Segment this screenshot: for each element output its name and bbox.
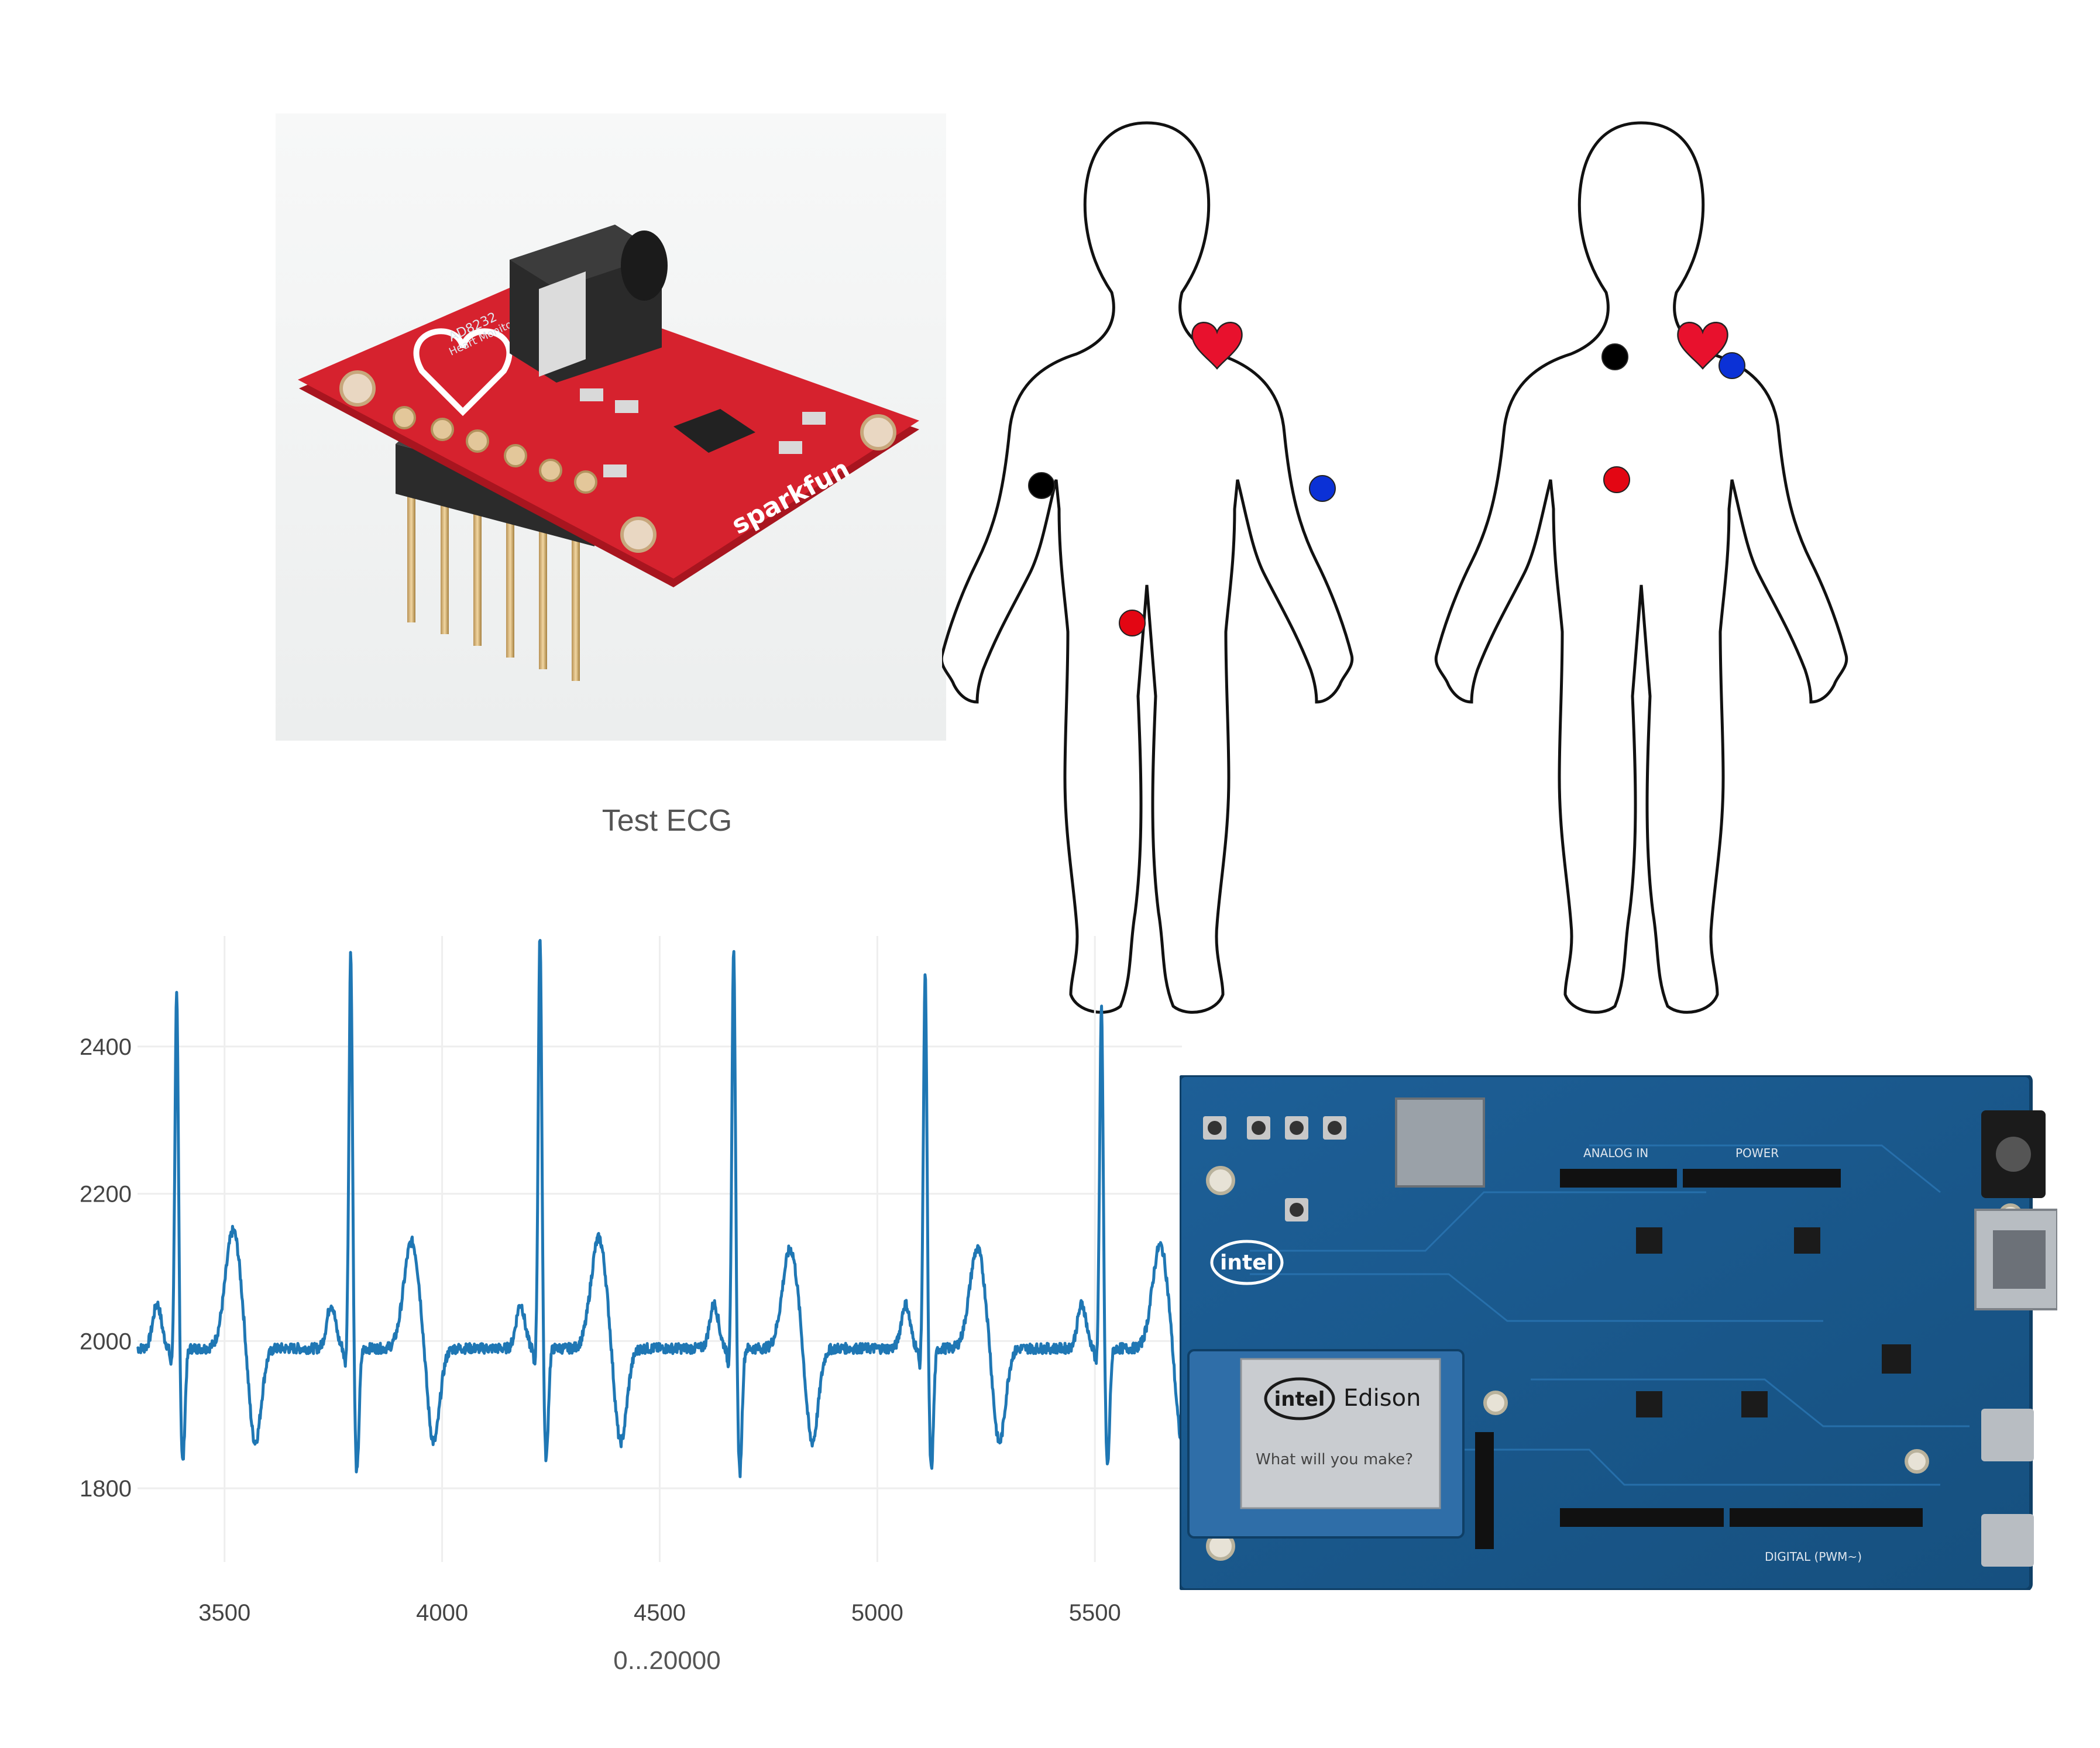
power-header-label: POWER bbox=[1735, 1146, 1779, 1160]
pcb: AD8232 Heart Monitor sparkfun bbox=[298, 280, 919, 587]
ecg-line-chart: Test ECG 2400 2200 2000 1800 3500 4000 4500 50… bbox=[0, 784, 1194, 1691]
analog-header-label: ANALOG IN bbox=[1583, 1146, 1648, 1160]
x-tick-label: 3500 bbox=[198, 1600, 250, 1626]
y-axis-ticks: 2400 2200 2000 1800 bbox=[80, 1034, 132, 1502]
x-axis-title: 0...20000 bbox=[613, 1646, 721, 1675]
svg-text:intel: intel bbox=[1220, 1251, 1274, 1275]
ecg-series-line bbox=[136, 939, 1184, 1478]
y-tick-label: 2000 bbox=[80, 1329, 132, 1354]
digital-header-label: DIGITAL (PWM~) bbox=[1765, 1550, 1862, 1564]
ecg-sensor-board-illustration: AD8232 Heart Monitor sparkfun bbox=[276, 113, 946, 741]
electrode-blue-left-arm bbox=[1309, 475, 1336, 502]
electrode-black-chest bbox=[1601, 343, 1628, 370]
x-tick-label: 4000 bbox=[416, 1600, 468, 1626]
x-axis-ticks: 3500 4000 4500 5000 5500 bbox=[198, 1600, 1121, 1626]
y-tick-label: 2400 bbox=[80, 1034, 132, 1060]
electrode-red-abdomen bbox=[1603, 466, 1630, 493]
ecg-sensor-board-photo: AD8232 Heart Monitor sparkfun bbox=[276, 113, 946, 741]
audio-jack bbox=[510, 225, 668, 383]
body-figure-chest-leads bbox=[1436, 123, 1847, 1012]
chart-series bbox=[136, 939, 1184, 1478]
x-tick-label: 4500 bbox=[634, 1600, 686, 1626]
body-figure-limb-leads bbox=[942, 123, 1352, 1012]
intel-logo: intel bbox=[1210, 1240, 1284, 1285]
header-strips bbox=[1475, 1169, 1923, 1549]
module-tagline: What will you make? bbox=[1256, 1451, 1413, 1468]
y-tick-label: 1800 bbox=[80, 1476, 132, 1502]
electrode-placement-diagram bbox=[942, 105, 1937, 1018]
intel-edison-board-photo: ANALOG IN POWER DIGITAL (PWM~) intel bbox=[1178, 1073, 2058, 1592]
module-title: Edison bbox=[1343, 1385, 1421, 1412]
chart-title: Test ECG bbox=[602, 804, 733, 838]
x-tick-label: 5000 bbox=[851, 1600, 903, 1626]
chart-grid bbox=[138, 936, 1182, 1562]
electrode-red-leg bbox=[1119, 610, 1146, 636]
edison-pcb: ANALOG IN POWER DIGITAL (PWM~) intel bbox=[1178, 1073, 2058, 1592]
electrode-blue-chest bbox=[1719, 352, 1745, 379]
edison-compute-module: intel Edison What will you make? bbox=[1187, 1349, 1465, 1539]
power-and-usb-connectors bbox=[1974, 1110, 2058, 1567]
electrode-black-right-arm bbox=[1028, 472, 1055, 499]
module-intel-logo: intel bbox=[1274, 1388, 1325, 1411]
board-buttons bbox=[1203, 1116, 1346, 1221]
x-tick-label: 5500 bbox=[1069, 1600, 1121, 1626]
y-tick-label: 2200 bbox=[80, 1182, 132, 1207]
